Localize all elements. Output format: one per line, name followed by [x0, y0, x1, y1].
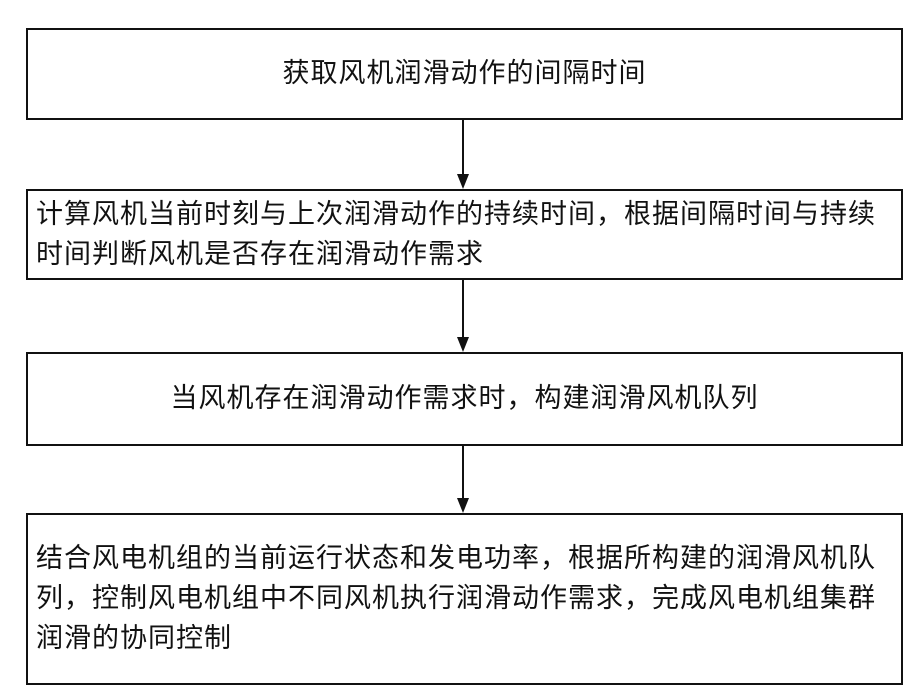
arrow-3-to-4: [456, 446, 470, 513]
step-3-box: 当风机存在润滑动作需求时，构建润滑风机队列: [26, 352, 903, 446]
arrow-2-to-3: [456, 280, 470, 352]
step-4-box: 结合风电机组的当前运行状态和发电功率，根据所构建的润滑风机队列，控制风电机组中不…: [26, 513, 903, 685]
step-2-box: 计算风机当前时刻与上次润滑动作的持续时间，根据间隔时间与持续时间判断风机是否存在…: [26, 189, 903, 280]
step-1-text: 获取风机润滑动作的间隔时间: [283, 54, 647, 94]
step-3-text: 当风机存在润滑动作需求时，构建润滑风机队列: [171, 379, 759, 419]
step-4-text: 结合风电机组的当前运行状态和发电功率，根据所构建的润滑风机队列，控制风电机组中不…: [36, 539, 893, 659]
step-2-text: 计算风机当前时刻与上次润滑动作的持续时间，根据间隔时间与持续时间判断风机是否存在…: [36, 195, 893, 275]
arrow-1-to-2: [456, 120, 470, 189]
step-1-box: 获取风机润滑动作的间隔时间: [26, 28, 903, 120]
